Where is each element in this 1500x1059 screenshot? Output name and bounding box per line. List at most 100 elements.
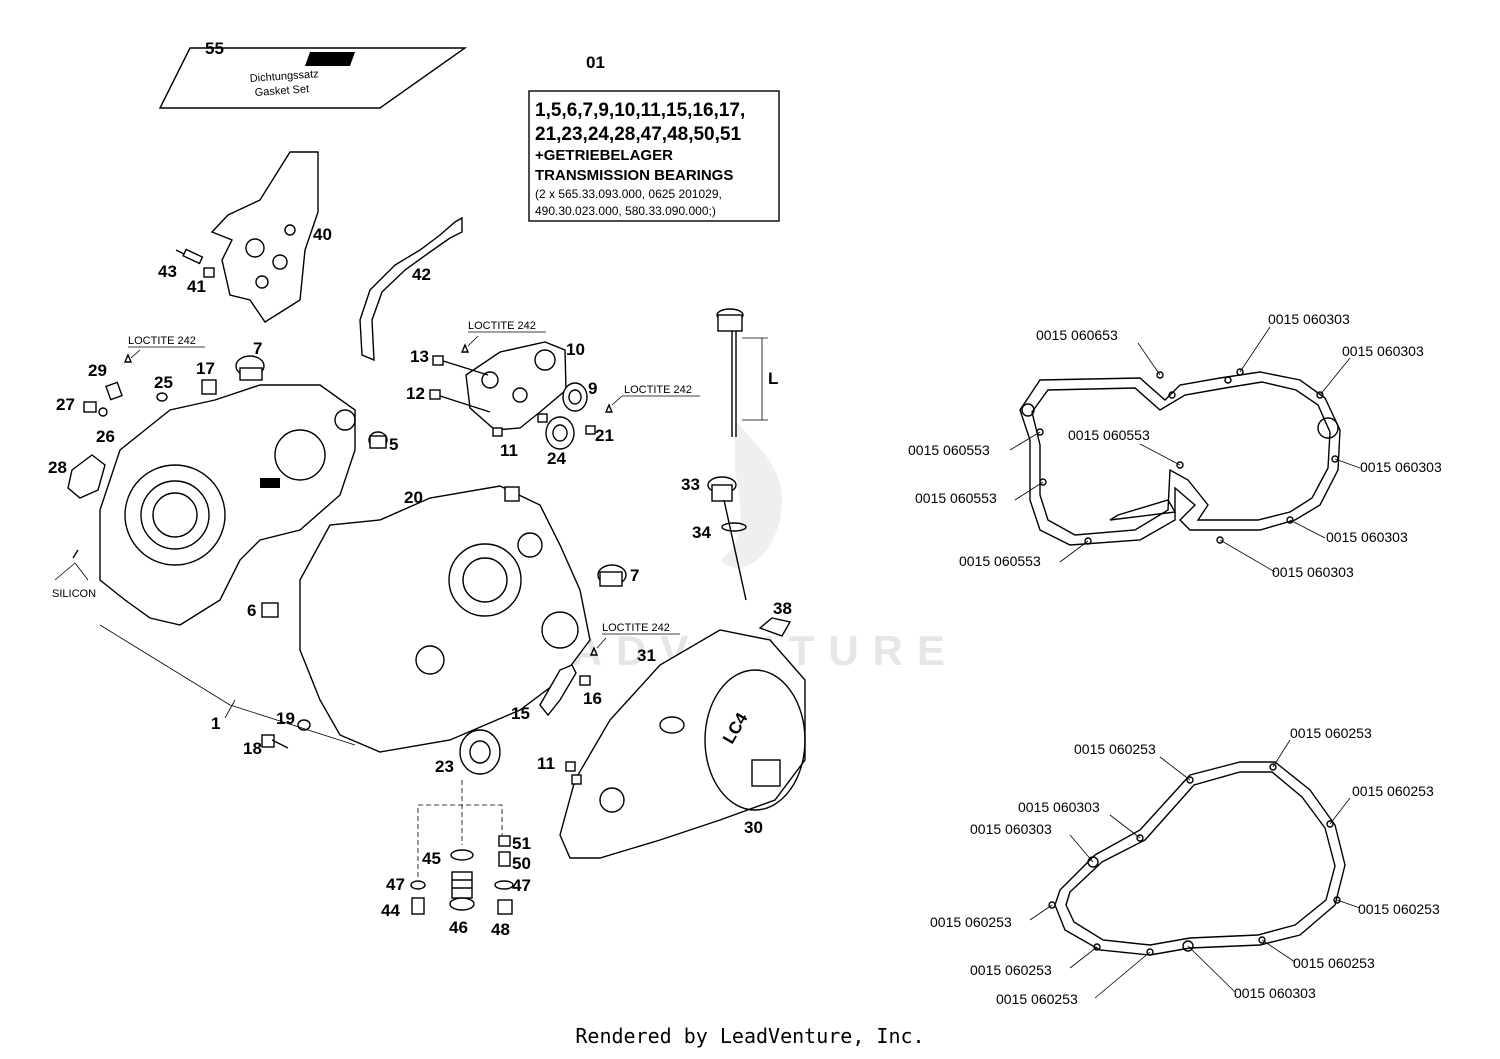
callout-18: 18 bbox=[243, 739, 262, 758]
gasket-part-number: 0015 060653 bbox=[1036, 327, 1118, 343]
part-29-screw bbox=[105, 381, 123, 401]
kit-line-3: +GETRIEBELAGER bbox=[535, 147, 673, 164]
part-16-screw bbox=[579, 675, 591, 686]
part-42-gasket-strip bbox=[359, 216, 463, 362]
gasket-part-number: 0015 060303 bbox=[1234, 985, 1316, 1001]
part-10-bracket bbox=[465, 341, 567, 431]
part-7-bushing bbox=[597, 564, 627, 587]
loctite-label: LOCTITE 242 bbox=[602, 622, 670, 634]
sealant-labels: LOCTITE 242 LOCTITE 242 LOCTITE 242 LOCT… bbox=[52, 320, 700, 635]
callout-24: 24 bbox=[547, 449, 566, 468]
kit-line-5: (2 x 565.33.093.000, 0625 201029, bbox=[535, 187, 722, 201]
callout-12: 12 bbox=[406, 384, 425, 403]
callout-11: 11 bbox=[537, 754, 555, 773]
part-23-bearing bbox=[459, 729, 501, 775]
callout-15: 15 bbox=[511, 704, 530, 723]
callout-38: 38 bbox=[773, 599, 792, 618]
part-12-bolt bbox=[429, 389, 491, 413]
part-17-sleeve bbox=[201, 379, 217, 395]
part-21-screw bbox=[585, 425, 596, 435]
part-45-oring bbox=[450, 849, 474, 861]
gasket-part-number: 0015 060303 bbox=[1272, 564, 1354, 580]
upper-gasket-outline bbox=[1019, 368, 1341, 546]
callout-5: 5 bbox=[389, 435, 398, 454]
part-41-sleeve bbox=[203, 267, 215, 278]
gasket-part-number: 0015 060253 bbox=[996, 991, 1078, 1007]
watermark-flame-icon bbox=[720, 420, 782, 568]
callout-01: 01 bbox=[586, 53, 605, 72]
callout-44: 44 bbox=[381, 901, 400, 920]
upper-gasket-leaders bbox=[1009, 326, 1361, 573]
lower-gasket-leaders bbox=[1029, 739, 1361, 999]
callout-9: 9 bbox=[588, 379, 597, 398]
part-44-plug bbox=[411, 897, 425, 915]
part-13-bolt bbox=[432, 355, 489, 376]
callout-47: 47 bbox=[512, 876, 531, 895]
part-47-washer bbox=[410, 880, 426, 890]
callout-45: 45 bbox=[422, 849, 441, 868]
part-40-sprocket-cover bbox=[210, 151, 319, 323]
gasket-part-number: 0015 060553 bbox=[959, 553, 1041, 569]
callout-33: 33 bbox=[681, 475, 700, 494]
left-crankcase-half bbox=[99, 384, 356, 626]
part-11-dowel bbox=[565, 761, 576, 772]
callout-46: 46 bbox=[449, 918, 468, 937]
lower-gasket-outline bbox=[1048, 761, 1346, 956]
callout-16: 16 bbox=[583, 689, 602, 708]
gasket-part-number: 0015 060253 bbox=[1293, 955, 1375, 971]
footer-credit: Rendered by LeadVenture, Inc. bbox=[575, 1024, 925, 1048]
kit-line-2: 21,23,24,28,47,48,50,51 bbox=[535, 124, 741, 145]
gasket-part-number: 0015 060303 bbox=[1360, 459, 1442, 475]
callout-51: 51 bbox=[512, 834, 531, 853]
part-47-washer bbox=[494, 880, 514, 890]
gasket-part-number: 0015 060303 bbox=[1268, 311, 1350, 327]
kit-line-1: 1,5,6,7,9,10,11,15,16,17, bbox=[535, 100, 745, 121]
part-27-plug bbox=[83, 401, 97, 413]
loctite-label: LOCTITE 242 bbox=[468, 320, 536, 332]
callout-7: 7 bbox=[253, 339, 262, 358]
callout-17: 17 bbox=[196, 359, 215, 378]
part-46-screen bbox=[449, 871, 475, 911]
part-30-clutch-cover: LC4 bbox=[559, 629, 806, 859]
callout-1: 1 bbox=[211, 714, 220, 733]
gasket-part-number: 0015 060253 bbox=[930, 914, 1012, 930]
callout-10: 10 bbox=[566, 340, 585, 359]
callout-23: 23 bbox=[435, 757, 454, 776]
part-33-plug bbox=[707, 476, 747, 601]
part-11-dowel bbox=[571, 774, 582, 785]
part-15-bracket bbox=[539, 664, 577, 717]
callout-43: 43 bbox=[158, 262, 177, 281]
upper-gasket-labels: 0015 060653 0015 060303 0015 060303 0015… bbox=[908, 311, 1442, 580]
part-6-bushing bbox=[261, 602, 279, 618]
callout-55: 55 bbox=[205, 39, 224, 58]
part-25-washer bbox=[156, 392, 168, 402]
gasket-part-number: 0015 060553 bbox=[915, 490, 997, 506]
manual-title-de: Dichtungssatz bbox=[249, 68, 319, 85]
callout-27: 27 bbox=[56, 395, 75, 414]
part-18-bolt bbox=[261, 734, 289, 749]
gasket-part-number: 0015 060253 bbox=[1290, 725, 1372, 741]
callout-11: 11 bbox=[500, 441, 518, 460]
part-28-plate bbox=[67, 454, 106, 499]
callout-7: 7 bbox=[630, 566, 639, 585]
callout-50: 50 bbox=[512, 854, 531, 873]
callout-25: 25 bbox=[154, 373, 173, 392]
callout-29: 29 bbox=[88, 361, 107, 380]
part-26-ring bbox=[98, 407, 108, 417]
part-11-dowel bbox=[537, 413, 548, 423]
callout-31: 31 bbox=[637, 646, 656, 665]
part-19-washer bbox=[297, 719, 311, 731]
part-7-bushing bbox=[235, 355, 265, 381]
part-01-gasket-kit-box: 1,5,6,7,9,10,11,15,16,17, 21,23,24,28,47… bbox=[528, 90, 780, 222]
part-43-bolt bbox=[175, 248, 204, 265]
part-5-bushing bbox=[368, 431, 388, 449]
callout-6: 6 bbox=[247, 601, 256, 620]
kit-line-6: 490.30.023.000, 580.33.090.000;) bbox=[535, 204, 716, 218]
part-9-bearing bbox=[562, 382, 588, 412]
gasket-part-number: 0015 060253 bbox=[970, 962, 1052, 978]
part-24-seal bbox=[545, 416, 575, 450]
callout-28: 28 bbox=[48, 458, 67, 477]
dipstick: L bbox=[716, 308, 778, 437]
callout-13: 13 bbox=[410, 347, 429, 366]
